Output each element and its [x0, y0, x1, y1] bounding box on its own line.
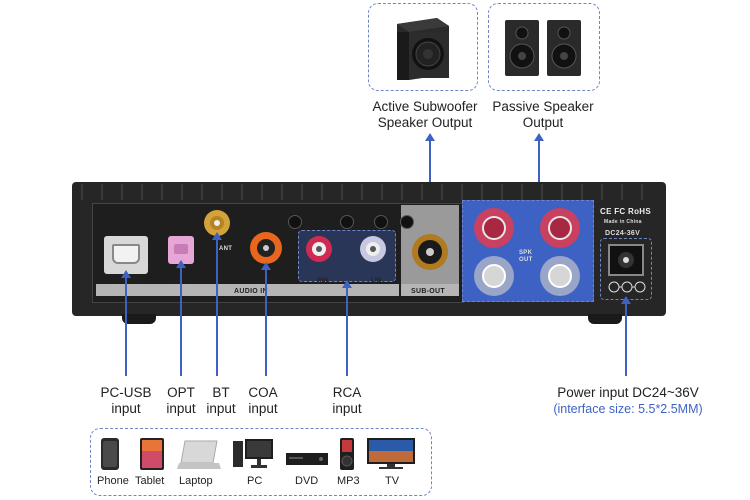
subwoofer-arrow-head	[425, 133, 435, 141]
passive-speaker-output-label: Passive Speaker Output	[492, 99, 594, 130]
panel-label-cert: CE FC RoHS	[600, 207, 651, 216]
opt-arrow	[176, 260, 186, 268]
subwoofer-icon	[397, 18, 449, 80]
rca-right-jack	[306, 236, 332, 262]
bt-arrow	[212, 232, 222, 240]
screw-3	[374, 215, 388, 229]
passive-speakers-icon	[505, 20, 581, 76]
rca-arrow	[342, 280, 352, 288]
subwoofer-output-label: Active Subwoofer Speaker Output	[372, 99, 478, 130]
subwoofer-image-box	[368, 3, 478, 91]
panel-label-audio-in: AUDIO IN	[234, 288, 268, 295]
sub-out-jack	[412, 234, 448, 270]
screw-4	[400, 215, 414, 229]
laptop-icon	[177, 440, 221, 469]
dc-polarity-icon	[608, 281, 646, 293]
heatsink-fins	[81, 184, 643, 200]
device-label-laptop: Laptop	[179, 475, 213, 487]
device-label-pc: PC	[247, 475, 263, 487]
mp3-player-icon	[340, 438, 354, 470]
device-label-dvd: DVD	[295, 475, 319, 487]
left-foot	[122, 314, 156, 324]
panel-label-dc: DC24-36V	[605, 230, 641, 237]
power-input-label: Power input DC24~36V (interface size: 5.…	[553, 385, 703, 416]
rca-left-jack	[360, 236, 386, 262]
spk-terminal-top-right	[540, 208, 580, 248]
panel-label-out: OUT	[519, 257, 533, 263]
usb-b-port	[104, 236, 148, 274]
spk-terminal-bottom-right	[540, 256, 580, 296]
speaker-connector-line	[538, 140, 540, 210]
bt-antenna-connector	[204, 210, 230, 236]
sub-out-strip	[401, 284, 459, 296]
panel-label-lin: LIN	[371, 278, 382, 284]
tv-icon	[367, 438, 415, 469]
dc-jack	[608, 244, 644, 276]
optical-port	[168, 236, 194, 264]
power-line	[625, 300, 627, 376]
coa-line	[265, 266, 267, 376]
power-arrow	[621, 296, 631, 304]
tablet-icon	[140, 438, 164, 470]
device-label-tv: TV	[385, 475, 400, 487]
screw-1	[288, 215, 302, 229]
panel-label-sub-out: SUB-OUT	[411, 288, 445, 295]
panel-label-spk: SPK	[519, 250, 533, 256]
device-label-tablet: Tablet	[135, 475, 165, 487]
coa-arrow	[261, 262, 271, 270]
device-label-phone: Phone	[97, 475, 129, 487]
pc-usb-arrow	[121, 270, 131, 278]
panel-label-ant: ANT	[219, 246, 233, 252]
passive-speakers-image-box	[488, 3, 600, 91]
speaker-arrow-head	[534, 133, 544, 141]
phone-icon	[101, 438, 119, 470]
dvd-player-icon	[286, 453, 328, 465]
spk-terminal-bottom-left	[474, 256, 514, 296]
screw-2	[340, 215, 354, 229]
right-foot	[588, 314, 622, 324]
coaxial-port	[250, 232, 282, 264]
panel-label-made-in: Made in China	[604, 219, 642, 225]
source-devices-box: Phone Tablet Laptop PC DVD MP3 TV	[90, 428, 432, 496]
pc-icon	[233, 439, 273, 468]
rca-line	[346, 284, 348, 376]
spk-terminal-top-left	[474, 208, 514, 248]
bt-line	[216, 236, 218, 376]
device-label-mp3: MP3	[337, 475, 360, 487]
opt-line	[180, 264, 182, 376]
panel-label-rin: RIN	[317, 278, 329, 284]
pc-usb-line	[125, 274, 127, 376]
audio-in-strip	[96, 284, 399, 296]
